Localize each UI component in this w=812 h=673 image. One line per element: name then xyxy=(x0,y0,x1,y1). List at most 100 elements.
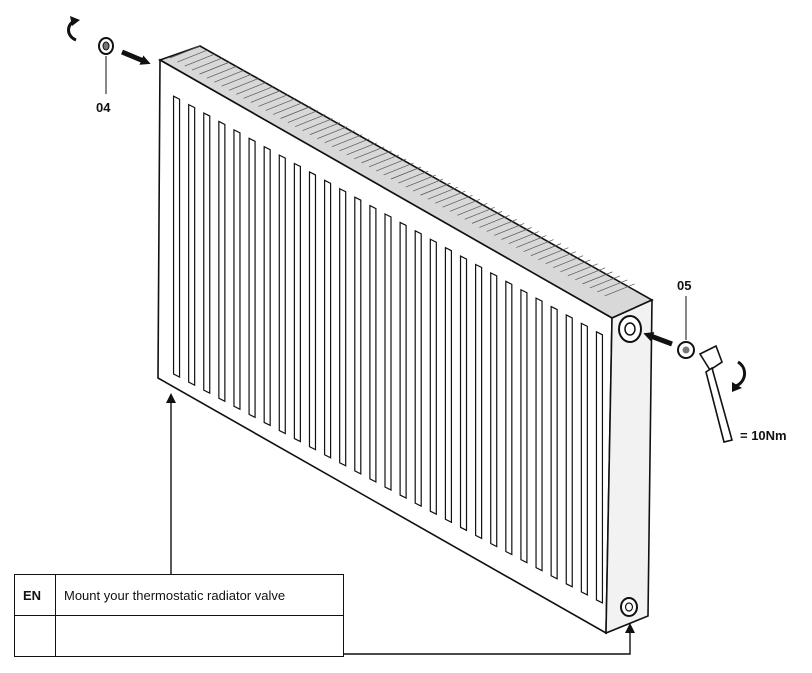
caption-row: EN Mount your thermostatic radiator valv… xyxy=(14,574,344,616)
fin-line xyxy=(273,102,304,115)
radiator-column xyxy=(293,162,301,443)
fin-line xyxy=(523,239,554,252)
fin-line xyxy=(339,138,370,152)
fin-line xyxy=(552,255,584,269)
radiator-column xyxy=(172,95,181,379)
radiator-column xyxy=(369,204,377,483)
lower-connection-port xyxy=(620,597,638,617)
fin-line xyxy=(575,267,606,281)
fin-line xyxy=(206,65,237,79)
insert-arrow-icon xyxy=(643,332,673,347)
radiator-column xyxy=(399,221,407,500)
fin-line xyxy=(317,126,348,139)
fin-line xyxy=(567,263,598,277)
fin-line xyxy=(412,178,444,192)
fin-line xyxy=(236,81,267,95)
radiator-column xyxy=(429,238,437,516)
fin-line xyxy=(250,90,282,103)
radiator-column xyxy=(308,170,317,451)
fin-line xyxy=(501,227,532,240)
fin-line xyxy=(442,194,473,208)
fin-line xyxy=(265,98,296,111)
fin-line xyxy=(346,142,377,156)
radiator-top-fin-lines xyxy=(169,45,635,297)
fin-line xyxy=(471,211,503,224)
wrench-icon xyxy=(698,344,733,443)
fin-line xyxy=(191,57,223,71)
fin-line xyxy=(302,118,333,131)
fin-line xyxy=(582,271,613,285)
radiator-column xyxy=(278,154,286,435)
fin-line xyxy=(243,86,274,99)
fin-line xyxy=(530,243,562,256)
part-number-05: 05 xyxy=(677,278,691,293)
language-code: EN xyxy=(14,574,56,616)
fin-line xyxy=(361,150,392,164)
radiator-column xyxy=(323,179,332,459)
radiator-column xyxy=(580,322,588,596)
fin-line xyxy=(228,77,260,91)
radiator-column xyxy=(339,187,347,467)
fin-line xyxy=(604,283,635,297)
fin-line xyxy=(280,106,311,119)
fin-line xyxy=(479,215,510,228)
radiator-column xyxy=(550,305,558,580)
fin-line xyxy=(420,182,451,196)
fin-line xyxy=(221,73,252,87)
fin-line xyxy=(435,190,466,204)
rotate-arrow-icon xyxy=(735,360,746,388)
insert-arrow-icon xyxy=(121,49,151,65)
radiator-column xyxy=(203,112,211,395)
radiator-column xyxy=(490,271,498,548)
radiator-column xyxy=(414,229,422,508)
fin-line xyxy=(324,130,355,144)
fin-line xyxy=(508,231,539,244)
instruction-caption-table: EN Mount your thermostatic radiator valv… xyxy=(14,574,344,657)
fin-line xyxy=(449,198,481,212)
fin-line xyxy=(258,94,289,107)
radiator-column xyxy=(218,120,226,403)
radiator-column xyxy=(248,137,256,419)
part-number-04: 04 xyxy=(96,100,111,115)
radiator-column xyxy=(505,280,513,556)
radiator-column xyxy=(535,297,543,572)
fin-line xyxy=(214,69,245,83)
fin-line xyxy=(354,146,385,160)
fin-line xyxy=(486,219,517,232)
radiator-column xyxy=(233,128,241,411)
fin-line xyxy=(545,251,576,265)
fin-line xyxy=(560,259,591,273)
radiator-column xyxy=(595,330,604,604)
torque-value: = 10Nm xyxy=(740,428,787,443)
fin-line xyxy=(494,223,525,236)
fin-line xyxy=(199,61,230,75)
radiator-column xyxy=(384,213,392,491)
valve-fitting-part xyxy=(643,296,746,443)
fin-line xyxy=(177,49,208,63)
radiator-column xyxy=(263,145,271,427)
fin-line xyxy=(390,166,422,180)
radiator-side-face xyxy=(605,298,653,635)
radiator-column xyxy=(354,196,362,475)
caption-row xyxy=(14,615,344,657)
fin-line xyxy=(597,279,628,293)
fin-line xyxy=(376,158,407,172)
radiator-column xyxy=(188,103,196,387)
fin-line xyxy=(398,170,429,184)
radiator-column xyxy=(475,263,483,540)
fin-line xyxy=(287,110,318,123)
fin-line xyxy=(368,154,400,168)
fin-line xyxy=(464,207,495,220)
radiator-column xyxy=(459,255,468,532)
fin-line xyxy=(331,134,363,148)
upper-connection-port xyxy=(618,315,642,343)
fin-line xyxy=(516,235,547,248)
fin-line xyxy=(309,122,341,135)
fin-line xyxy=(538,247,569,260)
callout-leader xyxy=(166,393,635,655)
radiator-column xyxy=(565,313,573,588)
fin-line xyxy=(295,114,326,127)
fin-line xyxy=(457,202,488,216)
radiator-column xyxy=(444,246,453,524)
